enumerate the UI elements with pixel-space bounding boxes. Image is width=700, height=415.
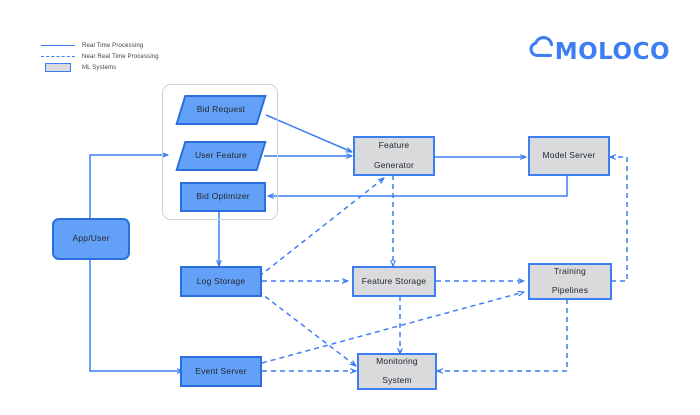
edge-log-storage-to-feature-generator — [251, 178, 384, 283]
node-label: Training Pipelines — [546, 265, 594, 296]
node-label: Event Server — [195, 365, 247, 376]
legend-label: Near Real Time Processing — [82, 53, 159, 60]
node-label: User Feature — [194, 150, 247, 161]
edge-training-pipelines-to-model-server — [610, 157, 628, 282]
legend-label: Real Time Processing — [82, 42, 144, 49]
edge-bid-request-to-feature-generator — [265, 114, 352, 153]
node-label-line1: Training — [553, 265, 586, 276]
edge-model-server-to-bid-optimizer — [268, 175, 568, 196]
legend-label: ML Systems — [82, 64, 117, 71]
node-label: Feature Generator — [368, 141, 420, 170]
node-label: Bid Request — [196, 104, 246, 115]
node-training-pipelines[interactable]: Training Pipelines — [528, 263, 612, 300]
node-monitoring-system[interactable]: Monitoring System — [357, 353, 437, 390]
brand-name: MOLOCO — [554, 38, 670, 65]
edge-app-user-to-event-server — [89, 260, 183, 371]
node-model-server[interactable]: Model Server — [528, 136, 610, 176]
solid-line-icon — [40, 45, 76, 46]
legend-item-real-time: Real Time Processing — [40, 40, 159, 51]
edge-event-server-to-training-pipelines — [261, 292, 524, 364]
node-label-line2: Generator — [373, 159, 415, 170]
node-user-feature[interactable]: User Feature — [175, 141, 267, 171]
legend-item-near-real-time: Near Real Time Processing — [40, 51, 159, 62]
node-event-server[interactable]: Event Server — [180, 356, 262, 387]
node-bid-optimizer[interactable]: Bid Optimizer — [180, 182, 266, 212]
edge-training-pipelines-to-monitoring-system — [437, 299, 568, 371]
node-label: Monitoring System — [370, 355, 424, 386]
legend: Real Time Processing Near Real Time Proc… — [40, 40, 159, 73]
dashed-line-icon — [40, 56, 76, 57]
node-feature-generator[interactable]: Feature Generator — [353, 136, 435, 176]
cloud-icon — [529, 36, 559, 67]
legend-item-ml-systems: ML Systems — [40, 62, 159, 73]
edge-app-user-to-user-feature — [89, 155, 168, 218]
node-label: Model Server — [542, 150, 596, 161]
filled-box-icon — [40, 63, 76, 72]
node-label: Feature Storage — [361, 275, 427, 286]
node-label: Log Storage — [196, 275, 246, 286]
node-label-line2: System — [382, 375, 412, 386]
node-label-line1: Feature — [378, 140, 410, 151]
node-label: Bid Optimizer — [196, 191, 250, 202]
node-log-storage[interactable]: Log Storage — [180, 266, 262, 297]
node-app-user[interactable]: App/User — [52, 218, 130, 260]
node-label: App/User — [72, 233, 110, 244]
node-label-line2: Pipelines — [551, 285, 589, 296]
node-label-line1: Monitoring — [376, 355, 418, 366]
ml-systems-group — [162, 84, 278, 220]
brand-logo: MOLOCO — [529, 36, 670, 67]
node-bid-request[interactable]: Bid Request — [175, 95, 267, 125]
node-feature-storage[interactable]: Feature Storage — [352, 266, 436, 297]
edge-log-storage-to-monitoring-system — [257, 290, 356, 366]
